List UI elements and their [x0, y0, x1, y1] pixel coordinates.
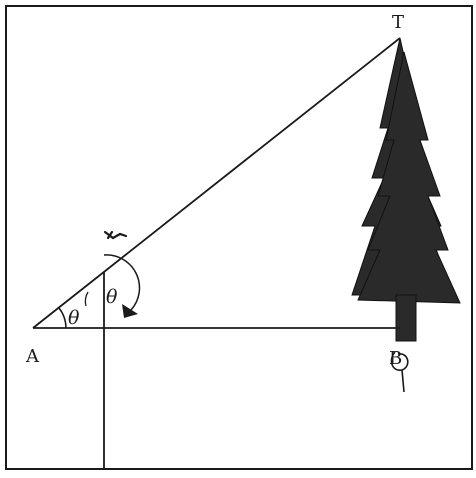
label-point-A: A: [25, 346, 40, 367]
line-of-sight-AT: [32, 37, 401, 329]
angle-arc-A: [58, 307, 67, 329]
tree-icon: [351, 37, 461, 342]
bird-mark-icon: [103, 230, 128, 240]
diagram-frame: [5, 5, 473, 470]
tree-trunk: [395, 294, 417, 342]
angle-arc-observer: [103, 254, 141, 311]
scribble-mark-icon: [390, 351, 409, 393]
label-angle-A: θ: [68, 307, 80, 329]
angle-arc-inner: [84, 291, 89, 307]
label-point-B: B: [389, 348, 402, 369]
arc-arrowhead-icon: [122, 304, 138, 318]
label-point-T: T: [392, 12, 404, 33]
label-angle-observer: θ: [106, 286, 118, 308]
